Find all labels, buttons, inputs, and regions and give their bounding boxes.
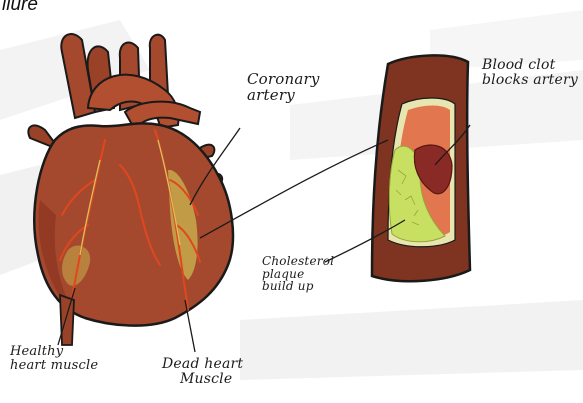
page-title: ilure bbox=[2, 0, 38, 16]
artery-section bbox=[372, 55, 470, 281]
label-blood-clot: Blood clot blocks artery bbox=[482, 58, 578, 87]
label-cholesterol-plaque: Cholesterol plaque build up bbox=[262, 255, 334, 293]
label-healthy-muscle: Healthy heart muscle bbox=[10, 345, 98, 372]
label-coronary-artery: Coronary artery bbox=[247, 72, 320, 104]
label-dead-muscle: Dead heart Muscle bbox=[162, 357, 243, 386]
